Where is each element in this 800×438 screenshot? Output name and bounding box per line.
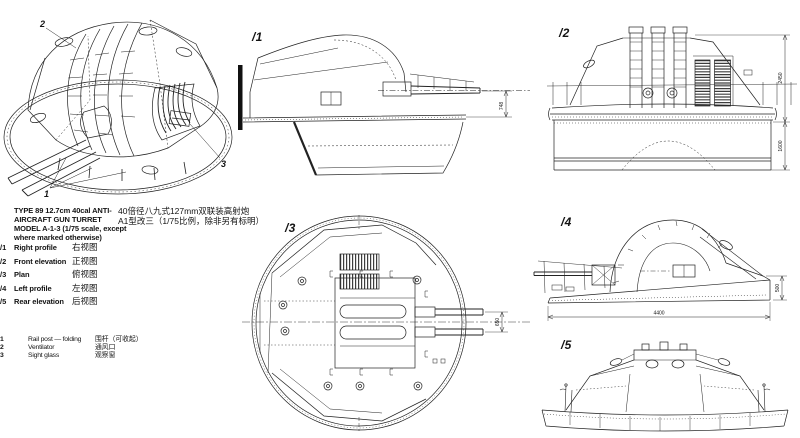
view-number: /4	[0, 283, 7, 293]
view-right-profile: /1	[238, 18, 530, 213]
isometric-view: 2 1 3	[0, 0, 238, 212]
view-plan: /3	[240, 213, 535, 438]
part-label-en: Rail post — folding	[28, 336, 82, 343]
title-en-line2: AIRCRAFT GUN TURRET	[14, 215, 102, 224]
view-number-label: /2	[559, 26, 570, 40]
view-number: /2	[0, 256, 7, 266]
part-label-en: Ventilator	[28, 343, 55, 351]
dimension-label: 500	[775, 284, 781, 293]
callout-sight-glass: 3	[221, 159, 226, 169]
part-number: 1	[0, 336, 4, 343]
title-en-line3: MODEL A-1-3 (1/75 scale, except	[14, 224, 127, 233]
part-number: 3	[0, 351, 4, 359]
plan-drawing: 650	[242, 215, 532, 431]
callout-ventilator: 2	[39, 19, 45, 29]
dimension-label: 748	[499, 102, 505, 111]
view-index-row: /1 Right profile 右视图	[0, 241, 230, 255]
left-profile-drawing: 4400 500	[533, 219, 787, 321]
view-index-row: /2 Front elevation 正视图	[0, 255, 230, 269]
view-index-row: /3 Plan 俯视图	[0, 268, 230, 282]
callout-rail-post: 1	[44, 189, 49, 199]
view-label-en: Plan	[14, 270, 30, 280]
view-label-zh: 正视图	[72, 255, 98, 266]
title-en-line4: where marked otherwise)	[14, 233, 102, 242]
part-number: 2	[0, 343, 4, 351]
view-index-legend: /1 Right profile 右视图 /2 Front elevation …	[0, 241, 230, 309]
view-number-label: /1	[252, 30, 263, 44]
title-zh-line2: A1型改三（1/75比例，除非另有标明）	[118, 215, 264, 226]
view-number-label: /5	[561, 338, 572, 352]
view-label-zh: 俯视图	[72, 269, 98, 280]
dimension-label: 4400	[653, 311, 664, 317]
view-label-en: Front elevation	[14, 256, 67, 266]
view-number-label: /4	[561, 215, 572, 229]
right-profile-drawing: 748	[238, 34, 530, 176]
part-row: 1 Rail post — folding 围杆（可收起）	[0, 333, 220, 343]
title-block: TYPE 89 12.7cm 40cal ANTI- AIRCRAFT GUN …	[14, 206, 314, 242]
view-label-zh: 左视图	[72, 282, 98, 293]
view-number: /5	[0, 297, 7, 307]
view-number: /1	[0, 243, 7, 252]
isometric-turret-drawing: 2 1 3	[3, 19, 233, 199]
view-left-profile: /4	[530, 213, 800, 330]
front-elevation-drawing: 2450 1600	[546, 26, 798, 171]
view-label-zh: 后视图	[72, 296, 98, 307]
dimension-label: 2450	[778, 72, 784, 83]
part-label-zh: 通风口	[95, 343, 116, 351]
title-zh: 40倍径八九式127mm双联装高射炮 A1型改三（1/75比例，除非另有标明）	[118, 206, 264, 226]
view-number-label: /3	[285, 221, 296, 235]
view-label-en: Right profile	[14, 243, 57, 252]
part-row: 3 Sight glass 观察窗	[0, 349, 220, 359]
part-label-zh: 围杆（可收起）	[95, 336, 143, 343]
view-label-en: Left profile	[14, 283, 52, 293]
part-label-zh: 观察窗	[95, 351, 116, 359]
view-label-en: Rear elevation	[14, 297, 64, 307]
view-index-row: /5 Rear elevation 后视图	[0, 295, 230, 309]
view-rear-elevation: /5	[530, 330, 800, 438]
dimension-label: 1600	[778, 140, 784, 151]
parts-legend: 1 Rail post — folding 围杆（可收起） 2 Ventilat…	[0, 333, 220, 359]
title-zh-line1: 40倍径八九式127mm双联装高射炮	[118, 206, 250, 216]
view-front-elevation: /2	[545, 8, 800, 218]
dimension-label: 650	[495, 318, 501, 327]
view-index-row: /4 Left profile 左视图	[0, 282, 230, 296]
view-label-zh: 右视图	[72, 242, 98, 252]
part-row: 2 Ventilator 通风口	[0, 341, 220, 351]
view-number: /3	[0, 270, 7, 280]
part-label-en: Sight glass	[28, 351, 60, 359]
rear-elevation-drawing	[541, 341, 789, 432]
title-en-line1: TYPE 89 12.7cm 40cal ANTI-	[14, 206, 112, 215]
